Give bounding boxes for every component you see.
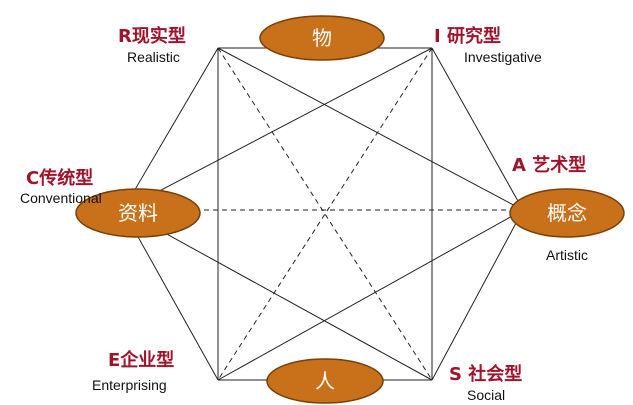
type-r-subtitle: Realistic <box>127 49 180 65</box>
line-c-s <box>122 209 433 381</box>
type-s-label: S 社会型 Social <box>449 363 522 403</box>
type-r-label: R现实型 Realistic <box>118 25 186 65</box>
oval-left-label: 资料 <box>118 201 158 225</box>
type-r-title: R现实型 <box>118 25 186 47</box>
oval-top: 物 <box>259 15 385 61</box>
solid-connections <box>122 47 524 381</box>
line-i-c <box>122 47 433 211</box>
oval-right: 概念 <box>509 188 625 238</box>
type-c-subtitle: Conventional <box>20 190 102 206</box>
edge-e-c <box>122 209 219 381</box>
type-i-label: I 研究型 Investigative <box>434 25 542 65</box>
oval-bottom-label: 人 <box>315 369 335 393</box>
type-c-title: C传统型 <box>26 167 93 189</box>
line-e-a <box>217 209 524 381</box>
edge-i-a <box>431 47 524 211</box>
type-i-subtitle: Investigative <box>464 49 542 65</box>
hexagon-outline <box>122 47 524 381</box>
oval-right-shape <box>509 188 625 238</box>
type-s-title: S 社会型 <box>449 363 522 385</box>
type-a-label: A 艺术型 Artistic <box>512 154 588 263</box>
oval-top-label: 物 <box>312 26 332 50</box>
type-e-subtitle: Enterprising <box>92 377 167 393</box>
type-a-subtitle: Artistic <box>546 247 588 263</box>
oval-bottom-shape <box>266 358 384 404</box>
type-e-label: E企业型 Enterprising <box>92 349 174 393</box>
oval-top-shape <box>259 15 385 61</box>
edge-a-s <box>431 209 524 381</box>
line-r-a <box>217 47 524 211</box>
type-c-label: C传统型 Conventional <box>20 167 102 206</box>
type-e-title: E企业型 <box>108 349 174 371</box>
oval-right-label: 概念 <box>547 201 587 225</box>
type-a-title: A 艺术型 <box>512 154 586 176</box>
type-i-title: I 研究型 <box>434 25 501 47</box>
dashed-i-e <box>217 47 433 381</box>
oval-left-shape <box>75 188 201 238</box>
oval-bottom: 人 <box>266 358 384 404</box>
edge-c-r <box>122 47 219 211</box>
type-s-subtitle: Social <box>467 387 505 403</box>
oval-left: 资料 <box>75 188 201 238</box>
dashed-r-s <box>217 47 433 381</box>
